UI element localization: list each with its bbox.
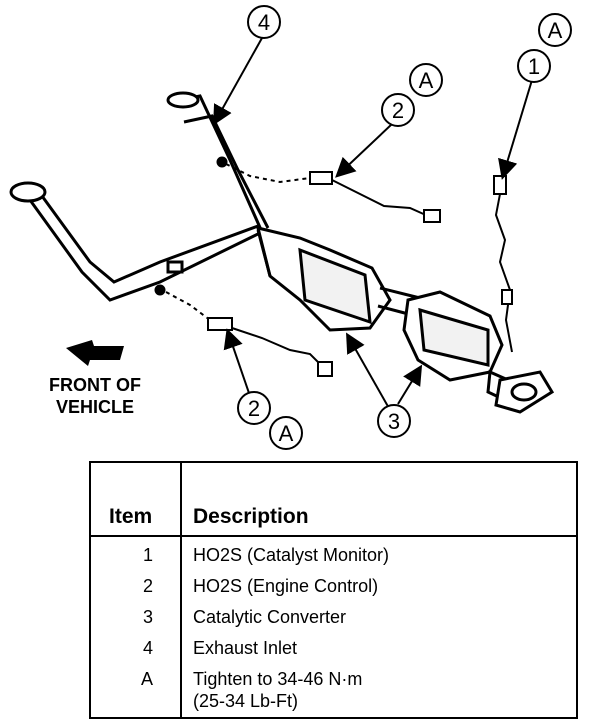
legend-item-description: HO2S (Engine Control) xyxy=(193,576,379,596)
front-arrow-icon xyxy=(66,340,124,366)
legend-item-description: Tighten to 34-46 N·m xyxy=(193,669,363,689)
callout-a-bottom-text: A xyxy=(279,421,294,446)
ho2s-engine-control-sensor-right xyxy=(225,163,441,223)
legend-item-number: A xyxy=(140,669,153,689)
legend-item-number: 4 xyxy=(142,638,153,658)
left-down-pipe xyxy=(9,181,263,302)
callout-3 xyxy=(377,404,411,438)
leader-4 xyxy=(213,37,263,126)
legend-item-description: Exhaust Inlet xyxy=(193,638,298,658)
callout-a-top-right-text: A xyxy=(548,18,563,43)
outlet-flange xyxy=(486,369,555,414)
callout-4-text: 4 xyxy=(258,10,270,35)
legend-item-number: 2 xyxy=(142,576,153,596)
front-catalytic-converter xyxy=(255,225,392,332)
callout-1-text: 1 xyxy=(528,54,540,79)
callout-3-text: 3 xyxy=(388,409,400,434)
legend-item-description: Catalytic Converter xyxy=(193,607,347,627)
leader-1 xyxy=(498,79,533,180)
callout-2-upper xyxy=(381,93,415,127)
ho2s-engine-control-sensor-left xyxy=(165,291,333,377)
legend-header-item: Item xyxy=(109,505,153,528)
front-label-line1: FRONT OF xyxy=(49,375,141,395)
legend-item-number: 1 xyxy=(142,545,153,565)
callout-2-lower-text: 2 xyxy=(248,396,260,421)
legend-table: Item Description 1 HO2S (Catalyst Monito… xyxy=(89,461,578,719)
ho2s-catalyst-monitor-sensor xyxy=(493,175,513,353)
legend-item-description-line2: (25-34 Lb-Ft) xyxy=(193,691,299,711)
callout-1 xyxy=(517,49,551,83)
callout-a-top-right xyxy=(538,13,572,47)
exhaust-inlet-pipe xyxy=(166,91,270,233)
callout-2-lower xyxy=(237,391,271,425)
leader-3-b xyxy=(397,364,423,405)
legend-header-divider xyxy=(91,535,576,537)
legend-item-description: HO2S (Catalyst Monitor) xyxy=(193,545,390,565)
callout-a-bottom xyxy=(269,416,303,450)
leader-2-lower xyxy=(223,328,251,397)
legend-column-divider xyxy=(180,463,182,717)
legend-header-description: Description xyxy=(193,505,309,528)
exhaust-system-diagram: 4 A 1 A 2 2 A 3 xyxy=(9,5,572,450)
rear-catalytic-converter xyxy=(402,290,504,382)
callout-a-mid xyxy=(409,63,443,97)
front-label-line2: VEHICLE xyxy=(55,397,134,417)
callout-2-upper-text: 2 xyxy=(392,98,404,123)
legend-item-number: 3 xyxy=(142,607,153,627)
callout-4 xyxy=(247,5,281,39)
callout-a-mid-text: A xyxy=(419,68,434,93)
front-of-vehicle-label: FRONT OF VEHICLE xyxy=(30,374,160,418)
leader-3-a xyxy=(346,332,391,411)
leader-2-upper xyxy=(335,123,393,178)
